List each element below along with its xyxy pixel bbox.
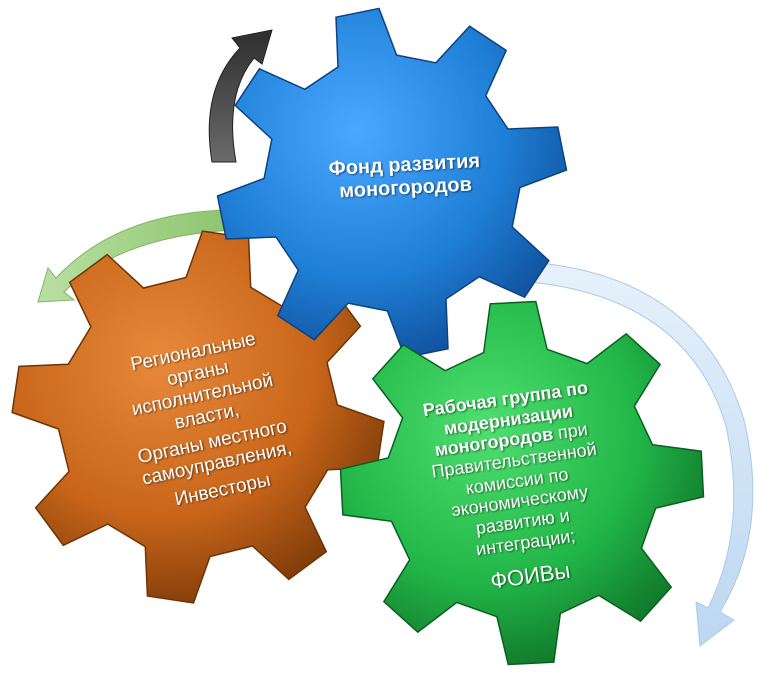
lightblue-arrow xyxy=(529,261,754,647)
green-gear-label: Рабочая группа по модернизации моногород… xyxy=(385,372,651,604)
dark-arrow xyxy=(208,29,273,163)
green-gear xyxy=(339,300,705,666)
blue-gear xyxy=(216,7,568,359)
green-arrow xyxy=(37,209,235,303)
